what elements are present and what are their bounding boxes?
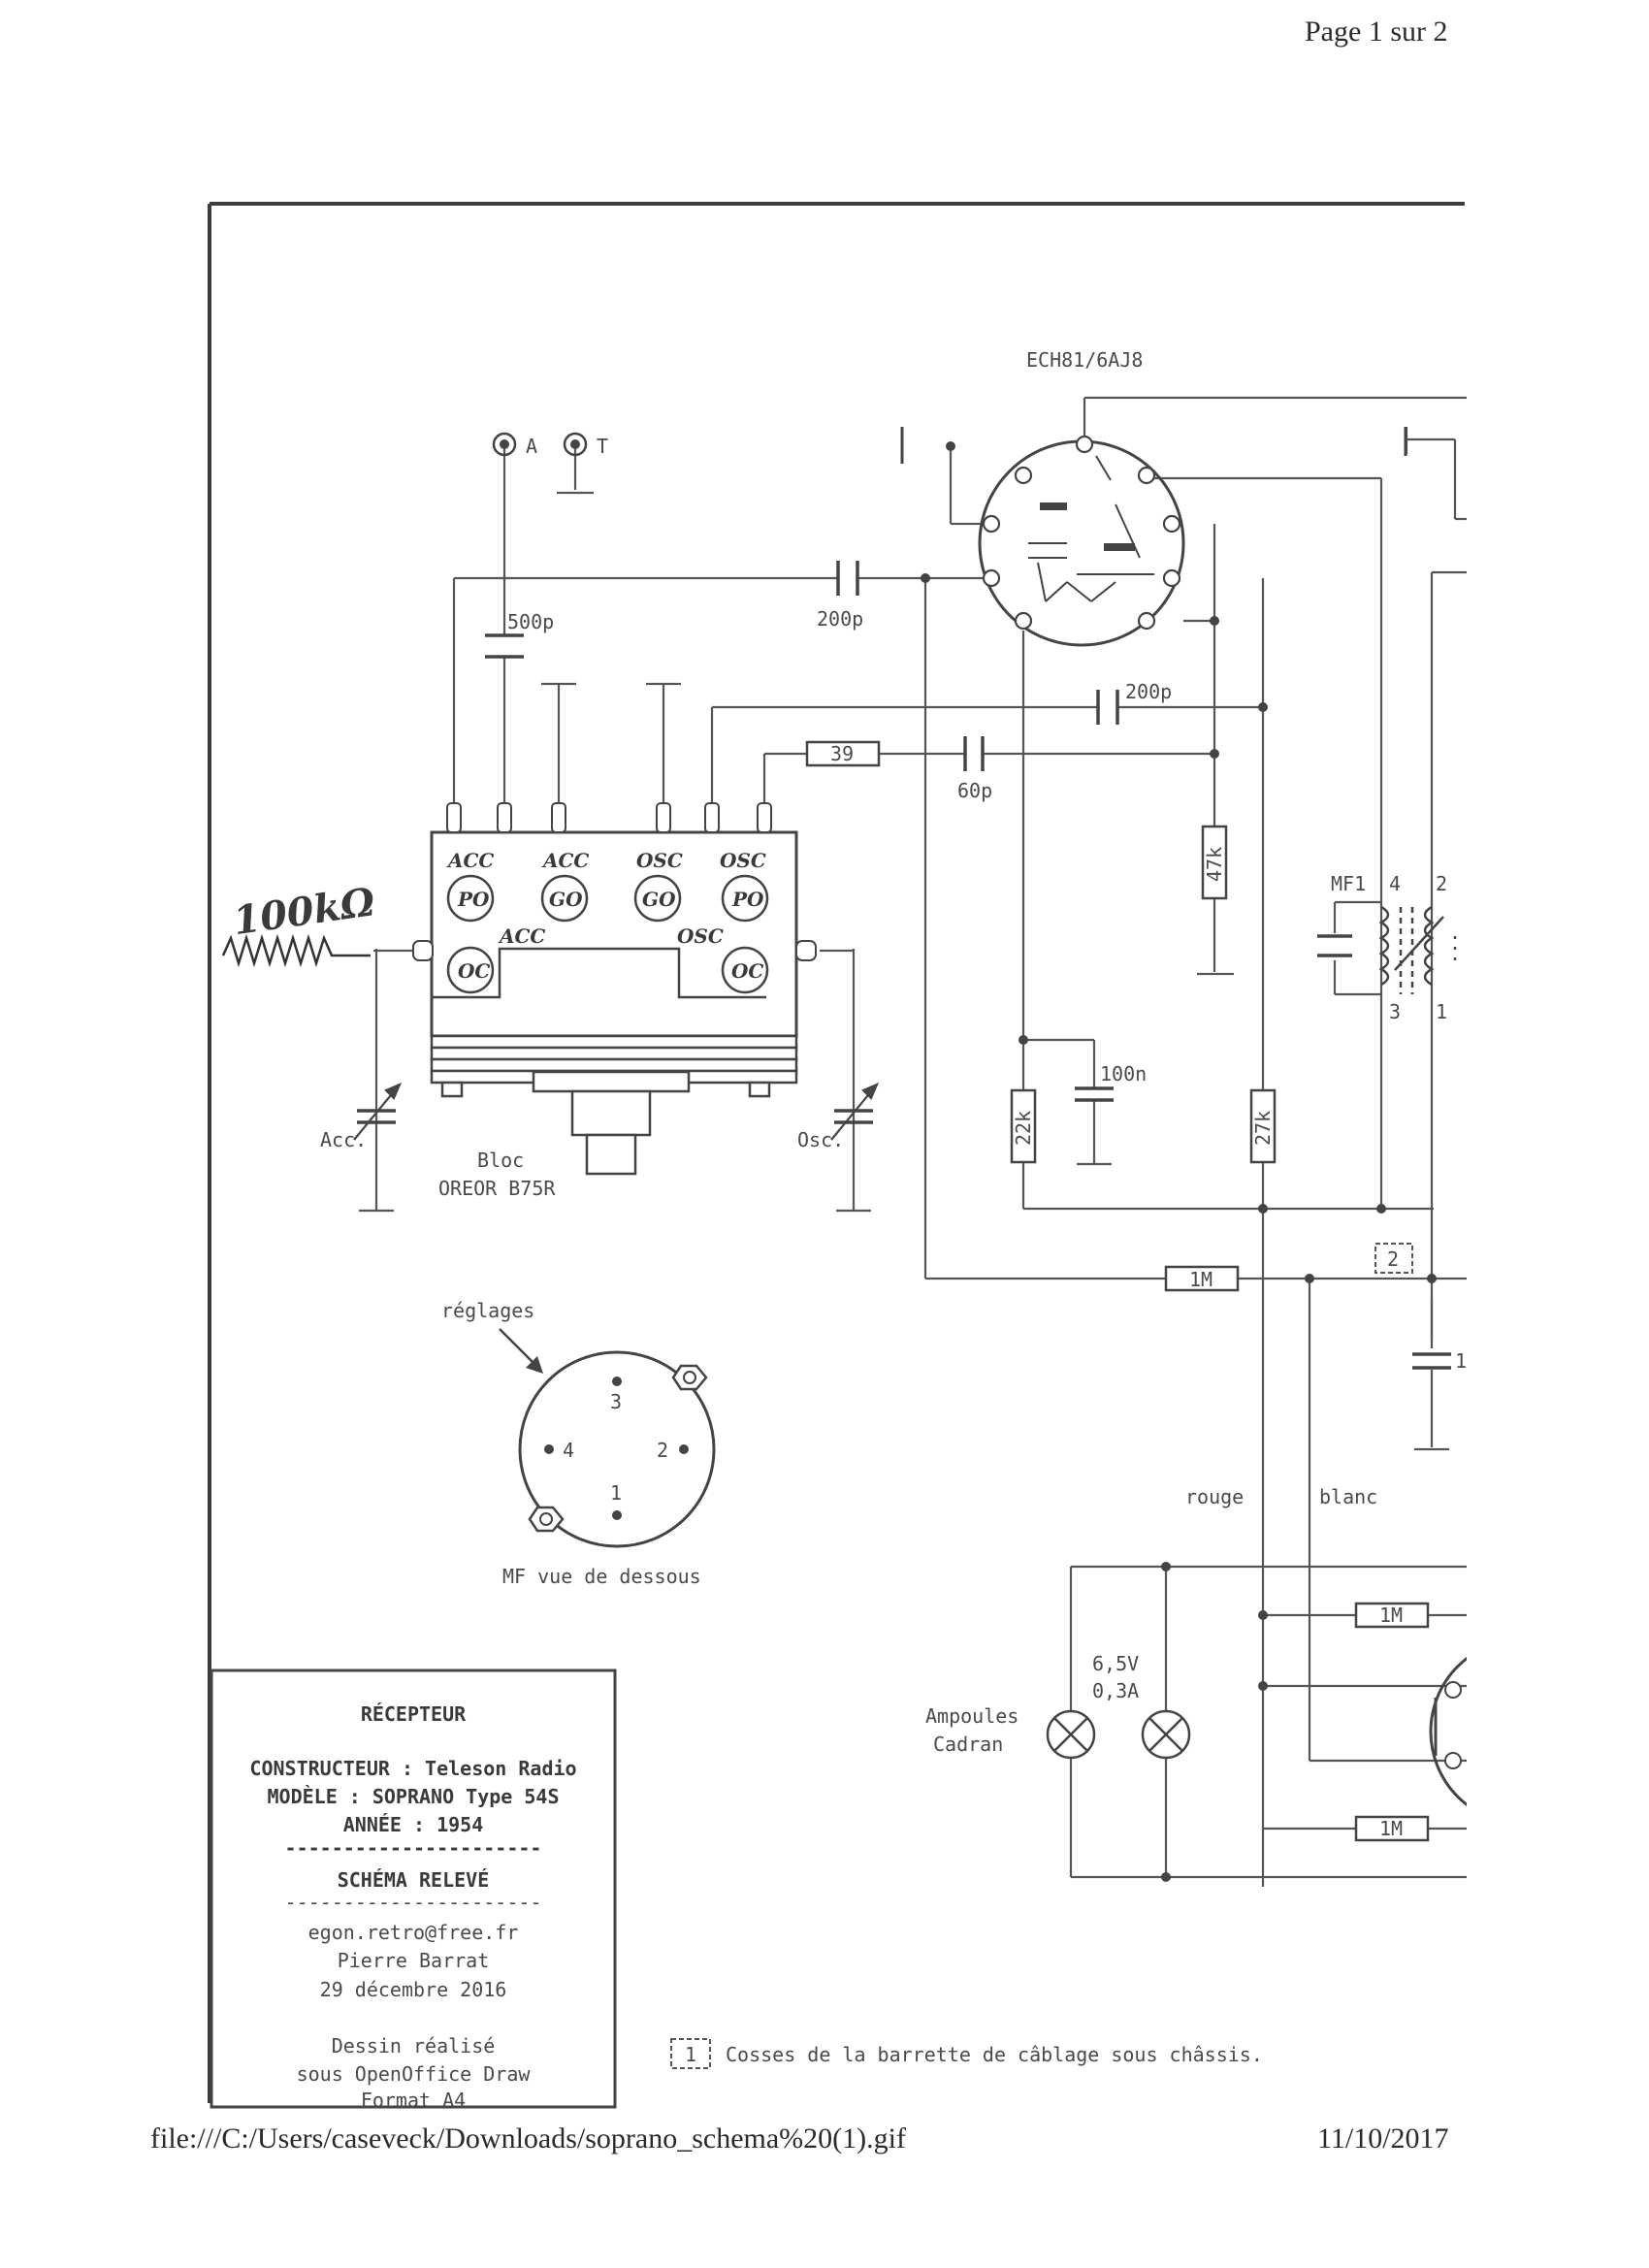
mf-pin3: 3 xyxy=(610,1390,622,1413)
capacitors xyxy=(357,561,1451,1370)
tb-date: 29 décembre 2016 xyxy=(320,1978,507,2001)
junction-dots xyxy=(921,441,1437,1882)
bloc-label-2: OREOR B75R xyxy=(438,1177,556,1200)
tb-email: egon.retro@free.fr xyxy=(308,1921,519,1944)
mf-pin1-label: 1 xyxy=(1436,1000,1447,1023)
mf-pin3-label: 3 xyxy=(1389,1000,1401,1023)
bloc-acc-po-top: ACC xyxy=(446,849,494,872)
tb-heading: RÉCEPTEUR xyxy=(361,1702,467,1726)
tb-modele: MODÈLE : SOPRANO Type 54S xyxy=(267,1785,559,1808)
drawing-frame xyxy=(208,202,1465,2103)
mf-pin2: 2 xyxy=(657,1439,668,1462)
tb-dash1: ---------------------- xyxy=(285,1836,542,1860)
component-labels: 500p 200p 200p 39 60p 47k 22k 100n 27k 1… xyxy=(507,607,1467,1840)
lamps-label-2: Cadran xyxy=(933,1733,1003,1756)
footer-date: 11/10/2017 xyxy=(1317,2122,1449,2155)
c-right-label: 1 xyxy=(1455,1349,1467,1373)
note-marker-box xyxy=(670,2038,711,2069)
tube-label: ECH81/6AJ8 xyxy=(1026,348,1143,372)
mf-pin1: 1 xyxy=(610,1481,622,1505)
r1m-a-label: 1M xyxy=(1189,1268,1212,1291)
tb-drawn2: sous OpenOffice Draw xyxy=(297,2062,532,2086)
note-marker-num: 1 xyxy=(685,2043,696,2066)
lamps-amp: 0,3A xyxy=(1092,1679,1139,1702)
antenna-terminals: A T xyxy=(492,432,608,458)
tb-drawn1: Dessin réalisé xyxy=(332,2034,496,2057)
handwritten-resistor xyxy=(221,933,371,968)
bloc-label-1: Bloc xyxy=(477,1149,524,1172)
mf-pin4: 4 xyxy=(563,1439,574,1462)
bloc-acc-go: GO xyxy=(549,888,583,911)
page-header: Page 1 sur 2 xyxy=(1305,16,1448,48)
bloc-osc-po-top: OSC xyxy=(720,849,766,872)
r47k-label: 47k xyxy=(1203,847,1226,882)
c500p-label: 500p xyxy=(507,610,554,633)
bloc-osc-go: GO xyxy=(642,888,676,911)
r22k-label: 22k xyxy=(1012,1111,1035,1146)
mf1-label: MF1 xyxy=(1331,872,1366,895)
mf-view-caption: MF vue de dessous xyxy=(502,1565,701,1588)
bloc-osc-oc: OC xyxy=(731,959,763,983)
tube-ech81 xyxy=(978,435,1185,647)
mf-bottom-view: réglages 3 2 4 1 MF vue de dessous xyxy=(441,1299,716,1588)
bloc-acc-oc: OC xyxy=(458,959,490,983)
mf1-transformer xyxy=(1378,905,1457,994)
bloc-osc-oc-top: OSC xyxy=(677,924,724,948)
r39-label: 39 xyxy=(830,742,854,765)
mf-view-title: réglages xyxy=(441,1299,534,1322)
tb-format: Format A4 xyxy=(361,2089,466,2112)
mf-pin4-label: 4 xyxy=(1389,872,1401,895)
osc-cap-label: Osc. xyxy=(797,1128,844,1151)
tb-schema: SCHÉMA RELEVÉ xyxy=(338,1868,490,1892)
c200p-top-label: 200p xyxy=(817,607,863,631)
r1m-b-label: 1M xyxy=(1379,1604,1403,1627)
footer-path: file:///C:/Users/caseveck/Downloads/sopr… xyxy=(150,2122,906,2155)
marker-2-box xyxy=(1374,1243,1413,1274)
c200p-mid-label: 200p xyxy=(1125,680,1172,703)
lamps-volt: 6,5V xyxy=(1092,1652,1139,1675)
tb-author: Pierre Barrat xyxy=(338,1949,490,1972)
handwritten-note: 100kΩ xyxy=(231,879,378,944)
c100n-label: 100n xyxy=(1100,1062,1147,1085)
tb-constructeur: CONSTRUCTEUR : Teleson Radio xyxy=(249,1757,576,1780)
lamps-label-1: Ampoules xyxy=(925,1704,1018,1728)
bloc-acc-po: PO xyxy=(457,888,490,911)
bloc-acc-go-top: ACC xyxy=(541,849,589,872)
wires xyxy=(359,396,1467,1887)
antenna-label-t: T xyxy=(597,435,608,458)
mf-pin2-label: 2 xyxy=(1436,872,1447,895)
c60p-label: 60p xyxy=(957,779,992,802)
marker-2-label: 2 xyxy=(1387,1247,1399,1271)
dial-lamps: Ampoules Cadran 6,5V 0,3A xyxy=(925,1652,1191,1760)
output-tube-partial xyxy=(1429,1656,1467,1807)
acc-cap-label: Acc. xyxy=(320,1128,367,1151)
title-block: RÉCEPTEUR CONSTRUCTEUR : Teleson Radio M… xyxy=(210,1669,617,2112)
bloc-osc-po: PO xyxy=(731,888,764,911)
antenna-label-a: A xyxy=(526,435,537,458)
note-text: Cosses de la barrette de câblage sous ch… xyxy=(726,2043,1263,2066)
tb-dash2: ---------------------- xyxy=(285,1891,542,1914)
resistors xyxy=(805,740,1430,1842)
ground-symbols xyxy=(900,427,1407,464)
bloc-acc-oc-top: ACC xyxy=(498,924,545,948)
bloc-oreor: ACC PO ACC GO OSC GO OSC PO ACC OC OSC O… xyxy=(412,802,817,1176)
r27k-label: 27k xyxy=(1251,1111,1275,1146)
tb-annee: ANNÉE : 1954 xyxy=(343,1813,484,1836)
bloc-osc-go-top: OSC xyxy=(636,849,683,872)
wire-blanc: blanc xyxy=(1319,1485,1377,1508)
r1m-c-label: 1M xyxy=(1379,1817,1403,1840)
wire-rouge: rouge xyxy=(1185,1485,1244,1508)
